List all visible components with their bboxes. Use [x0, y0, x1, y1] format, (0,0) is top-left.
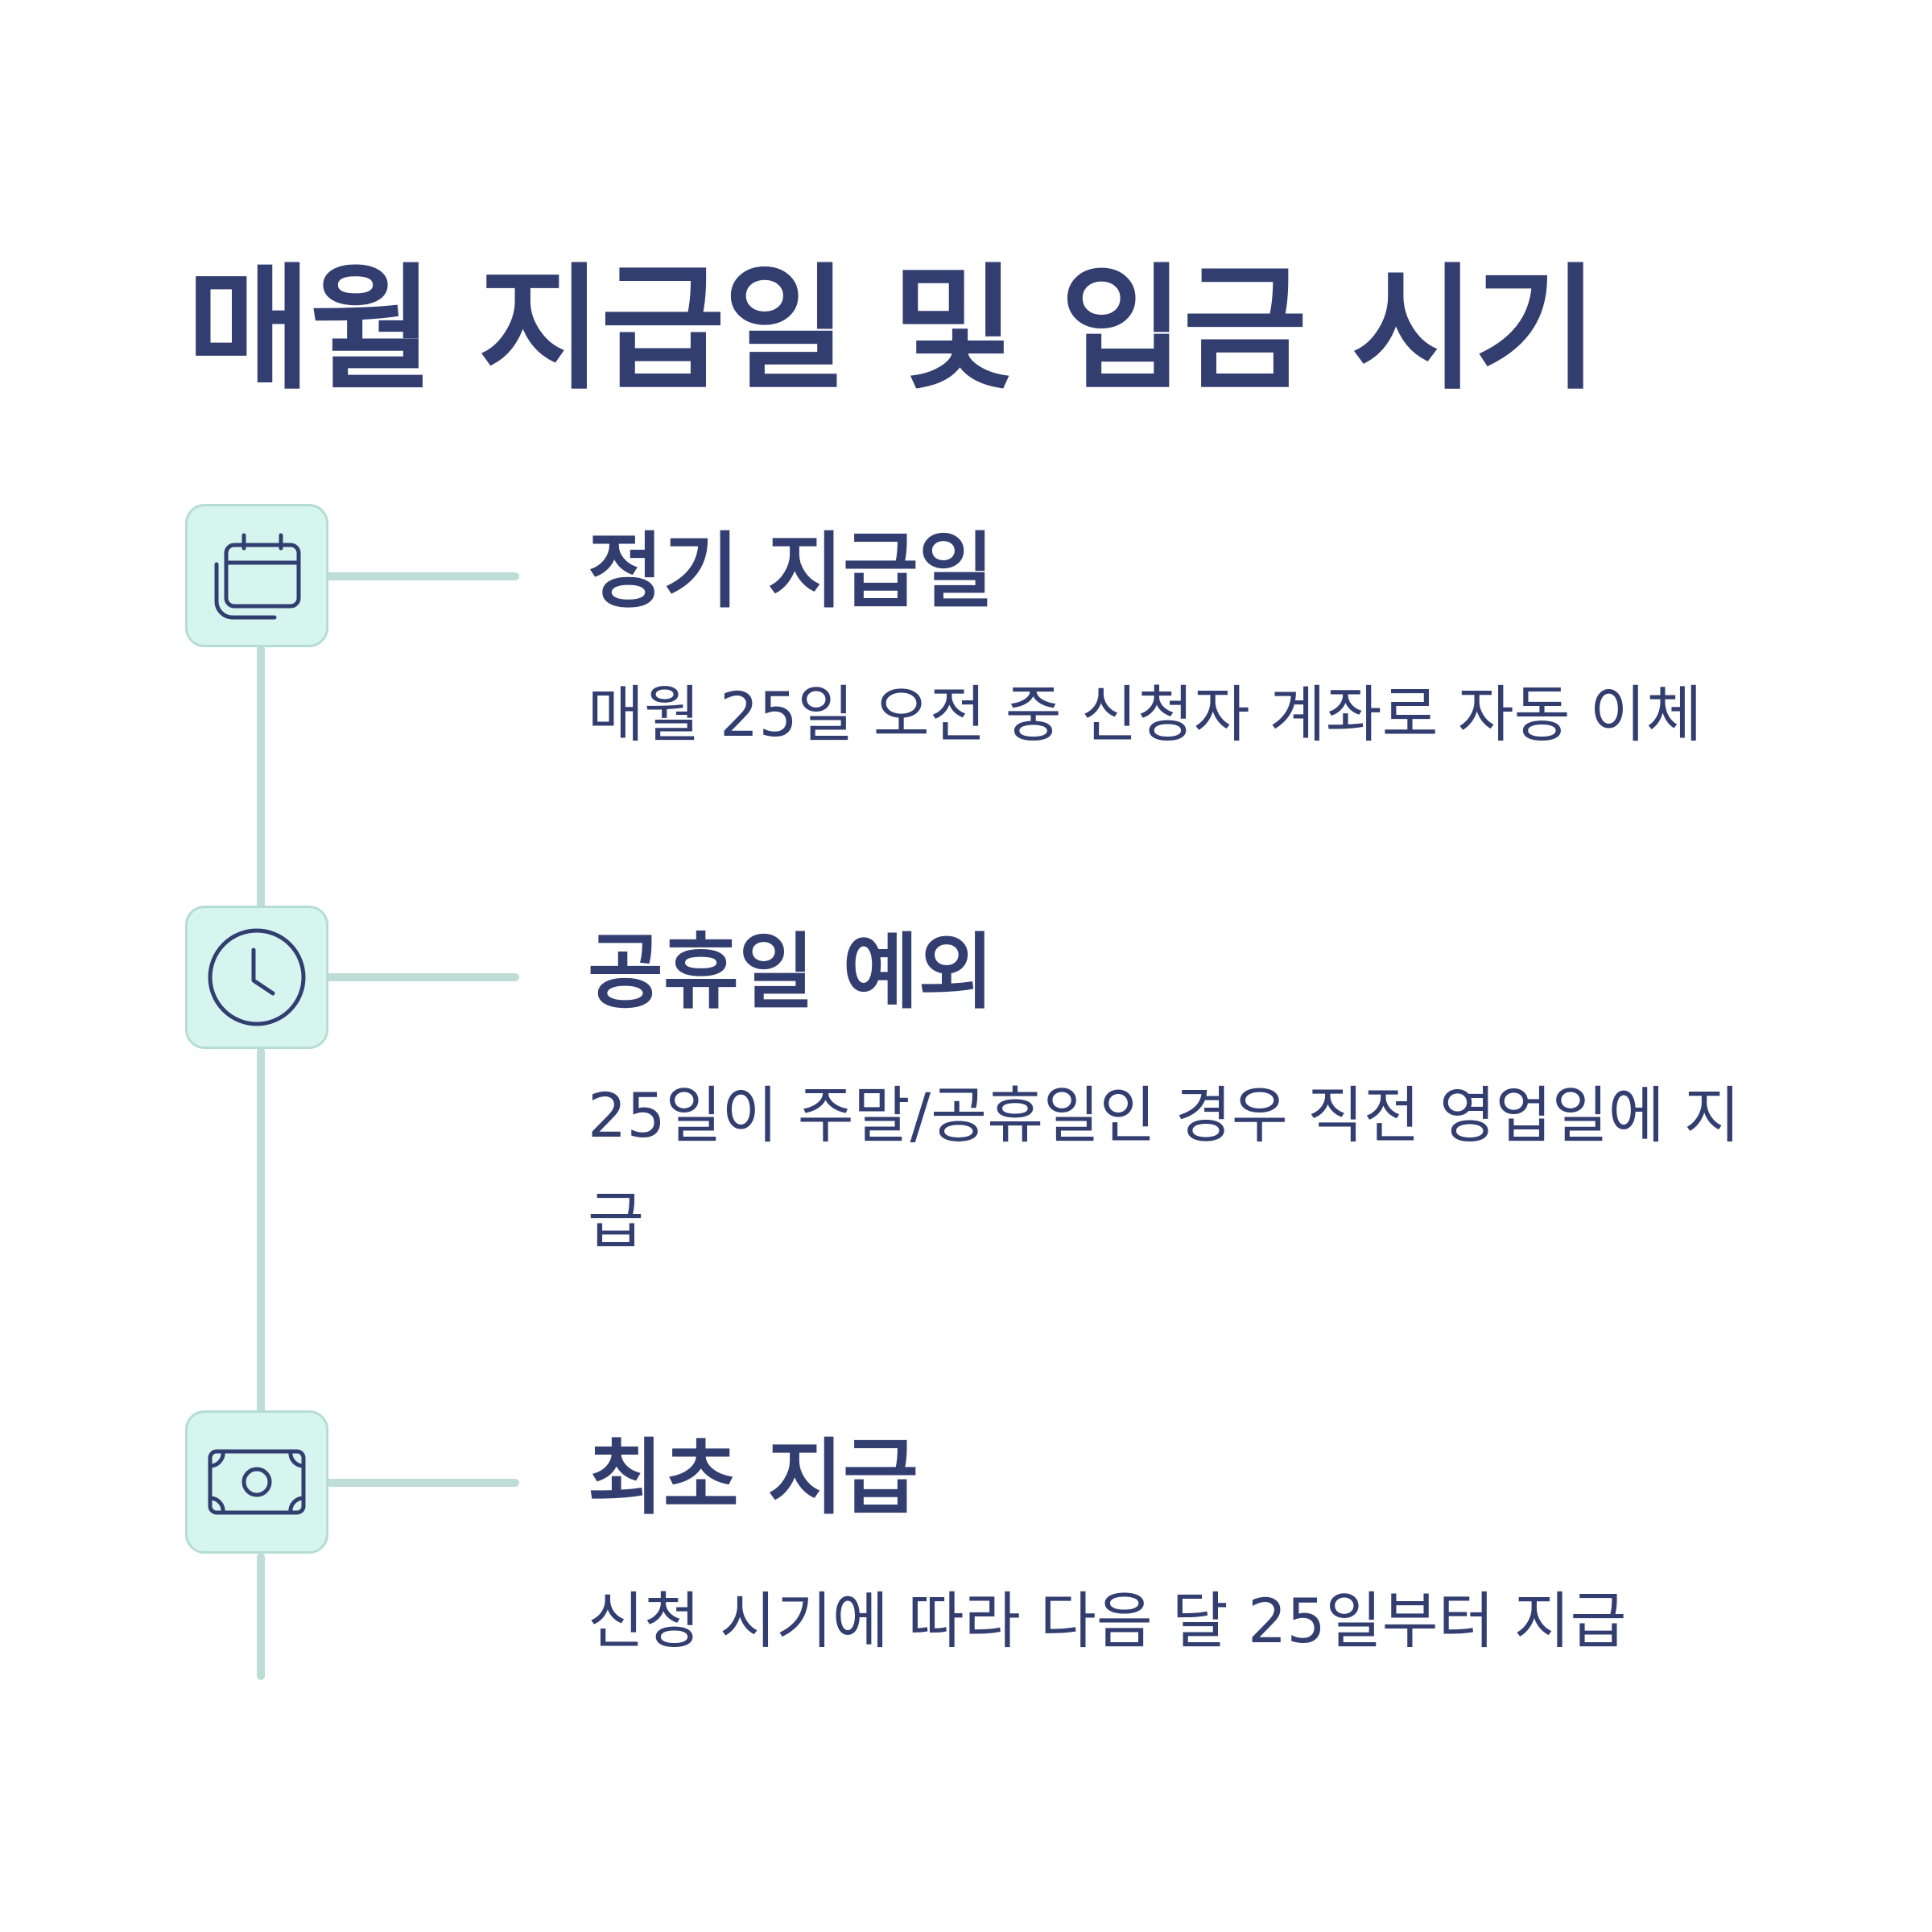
timeline-item-description-2: 25일이 주말/공휴일인 경우 직전 영업일에 지급	[588, 1080, 1740, 1257]
clock-icon	[208, 928, 306, 1026]
timeline-item-description-3: 신청 시기에 따라 다음 달 25일부터 지급	[588, 1585, 1627, 1657]
timeline-icon-box-1	[185, 504, 328, 647]
timeline-icon-box-3	[185, 1410, 328, 1554]
page-title: 매월 지급일 및 입금 시기	[187, 250, 1599, 408]
timeline-item-description-1: 매월 25일 오전 중 신청자 계좌로 자동 이체	[588, 679, 1703, 750]
banknote-icon	[208, 1449, 306, 1515]
calendar-icon	[214, 533, 301, 620]
timeline-item-title-2: 공휴일 예외	[588, 925, 994, 1021]
timeline-item-title-3: 최초 지급	[588, 1430, 919, 1526]
timeline-icon-box-2	[185, 906, 328, 1049]
timeline-item-title-1: 정기 지급일	[588, 524, 994, 620]
